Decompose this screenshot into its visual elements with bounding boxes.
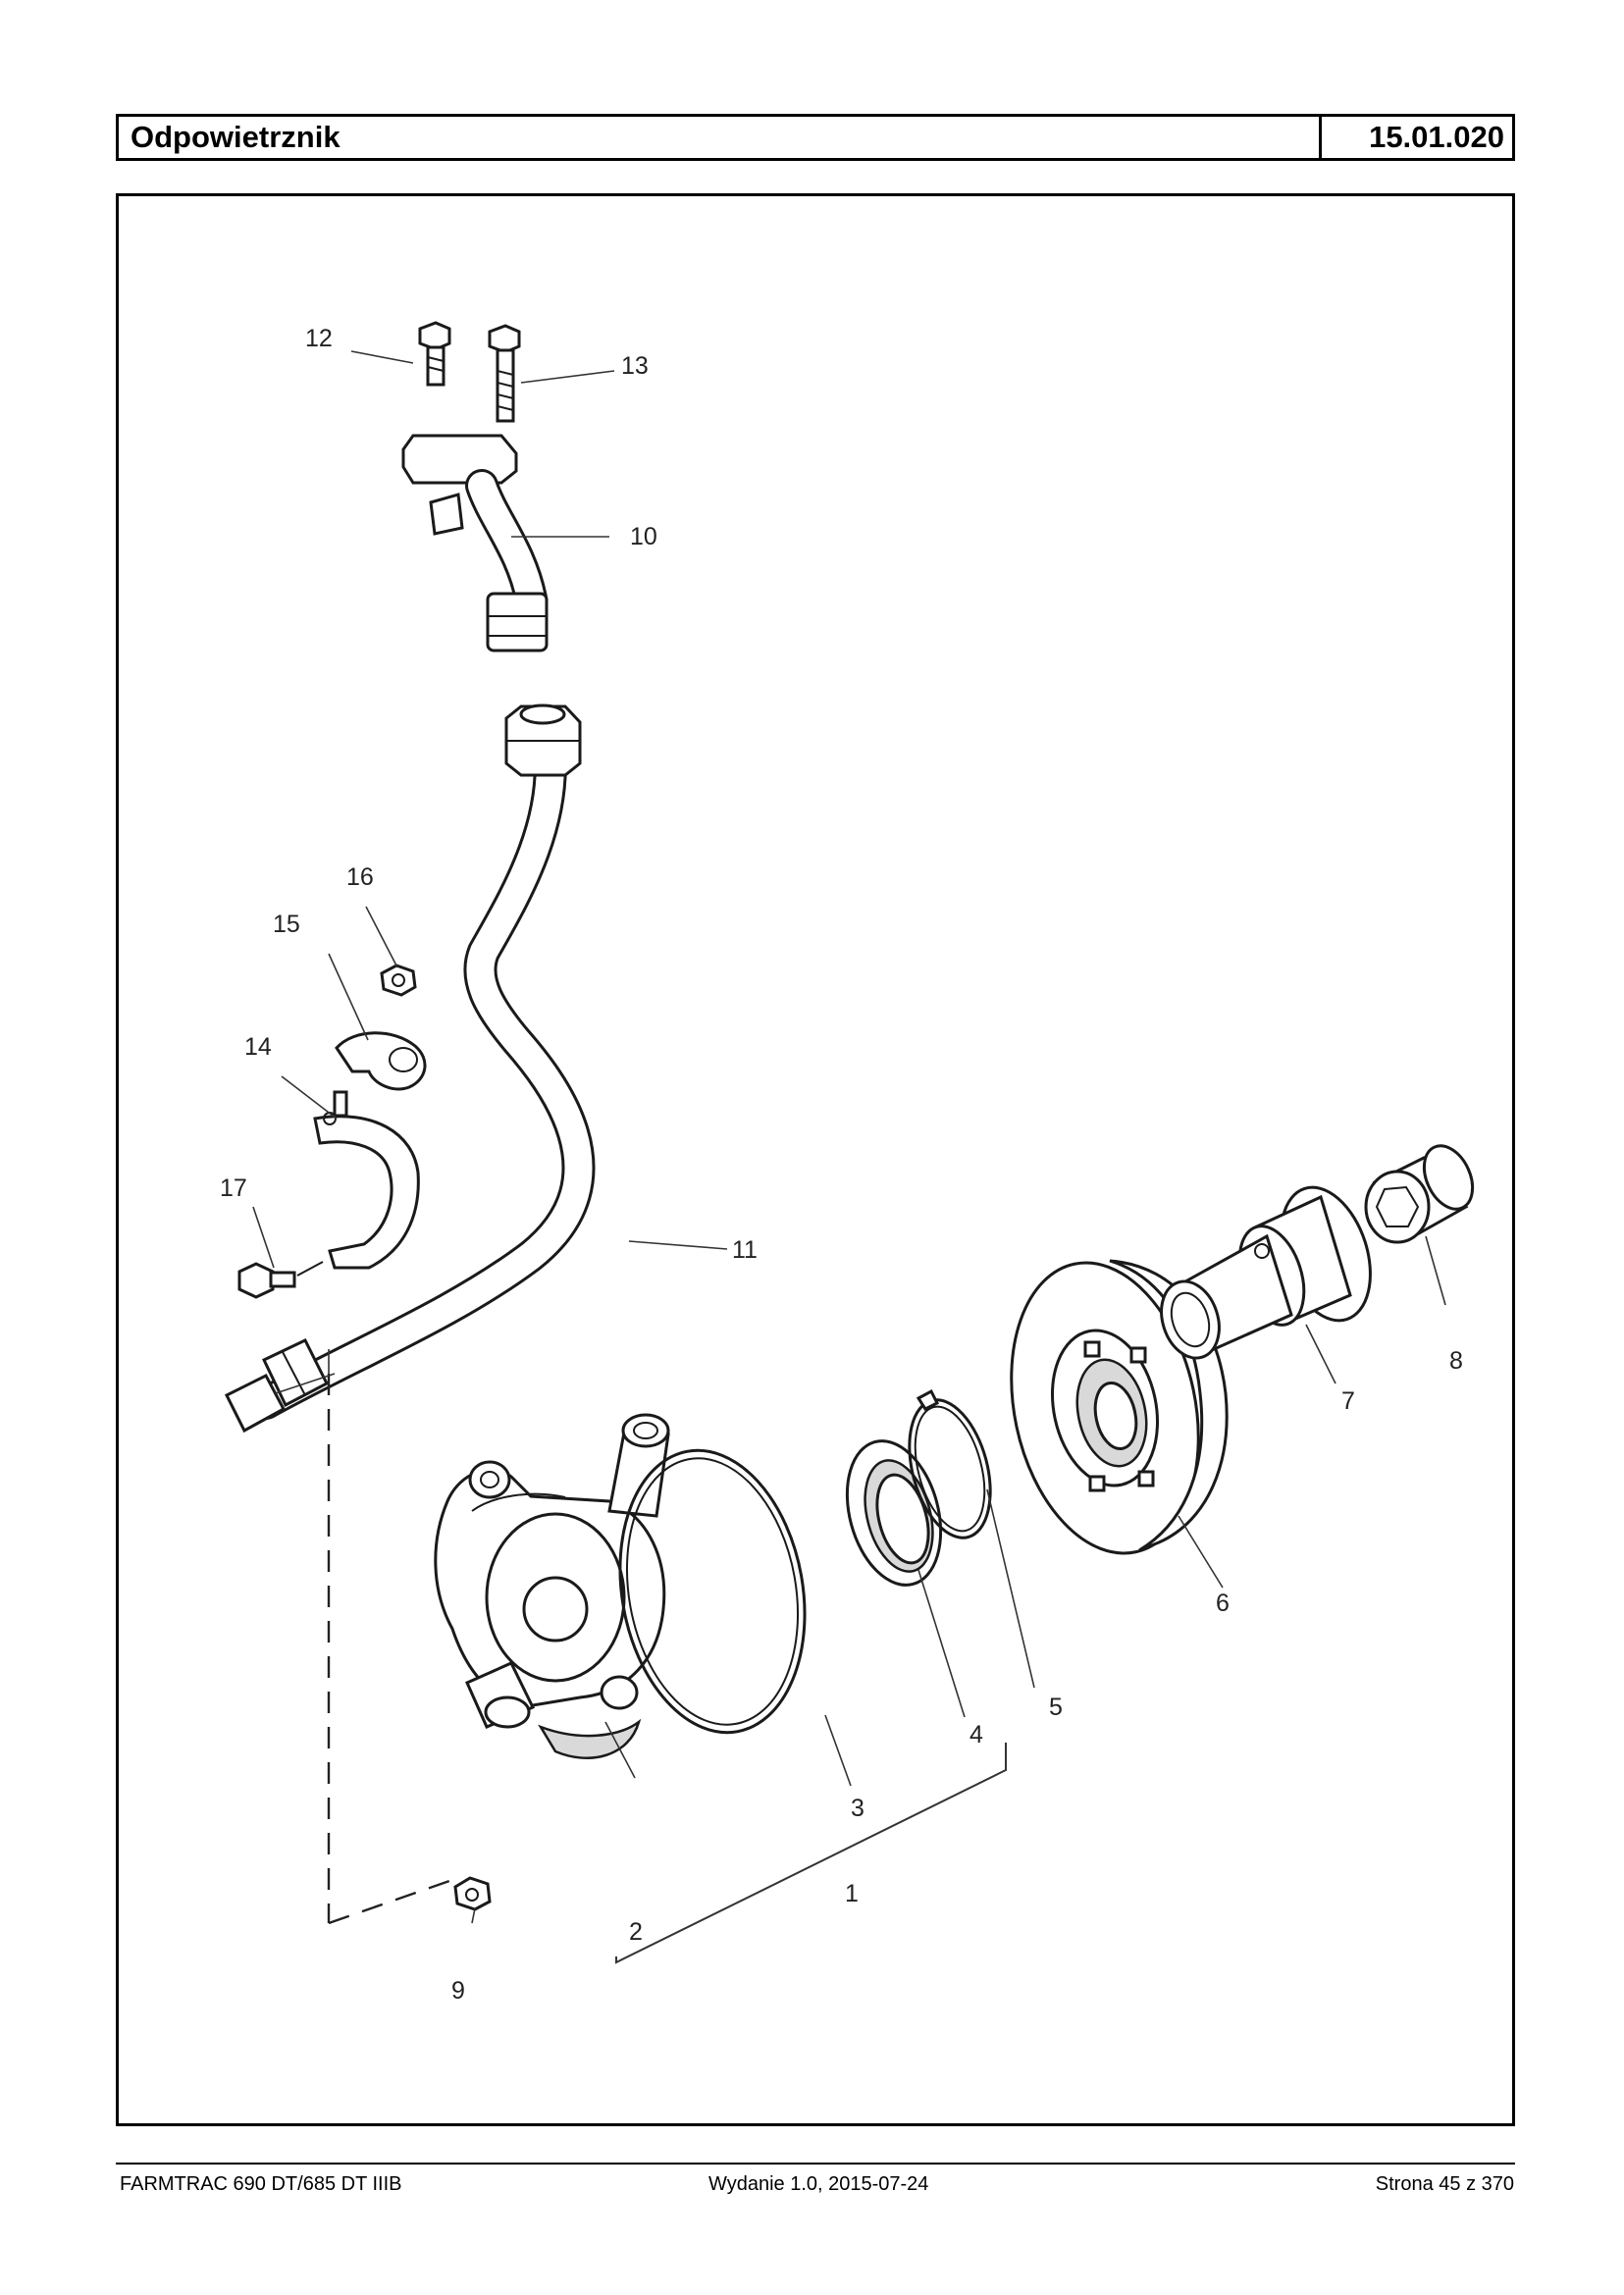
o-ring-3 [618,1448,807,1735]
callout-10: 10 [630,523,657,550]
callout-13: 13 [621,352,649,380]
nut-9 [453,1876,492,1911]
bolt-12 [418,321,451,387]
socket-8 [1364,1144,1475,1244]
callout-2: 2 [629,1918,643,1946]
circlip-5 [908,1388,992,1539]
callout-16: 16 [346,863,374,891]
callout-14: 14 [244,1033,272,1061]
callout-1: 1 [845,1880,859,1907]
footer-model: FARMTRAC 690 DT/685 DT IIIB [120,2173,402,2195]
footer-divider [116,2163,1515,2165]
bolt-13 [488,324,521,423]
valve-insert-7 [1160,1185,1372,1360]
breather-hose-11 [224,704,596,1434]
assembly-line-horizontal [328,1878,453,1925]
callout-3: 3 [851,1795,864,1822]
callout-5: 5 [1049,1694,1063,1721]
callout-15: 15 [273,911,300,938]
nut-16 [380,964,417,997]
footer-page-number: Strona 45 z 370 [1375,2173,1514,2195]
clip-15 [335,1031,427,1091]
breather-housing-2 [434,1413,670,1759]
callout-11: 11 [732,1236,758,1264]
page-title: Odpowietrznik [119,117,1322,158]
callout-8: 8 [1449,1347,1463,1375]
callout-12: 12 [305,325,333,352]
breather-pipe-10 [401,434,549,652]
callout-9: 9 [451,1977,465,2005]
exploded-parts-diagram: 1 2 3 4 5 6 7 8 9 10 11 12 13 14 15 16 1… [220,321,1475,2005]
footer-edition: Wydanie 1.0, 2015-07-24 [708,2173,929,2195]
page-header: Odpowietrznik 15.01.020 [116,114,1515,161]
callout-4: 4 [969,1721,983,1748]
callout-17: 17 [220,1174,247,1202]
callout-7: 7 [1341,1387,1355,1415]
exploded-view-frame: 1 2 3 4 5 6 7 8 9 10 11 12 13 14 15 16 1… [116,193,1515,2126]
leader-lines [252,350,1446,1924]
section-code: 15.01.020 [1369,120,1504,154]
assembly-bracket-1 [615,1743,1007,1964]
bracket-14 [313,1090,420,1270]
bolt-17 [237,1261,324,1299]
callout-6: 6 [1216,1590,1230,1617]
